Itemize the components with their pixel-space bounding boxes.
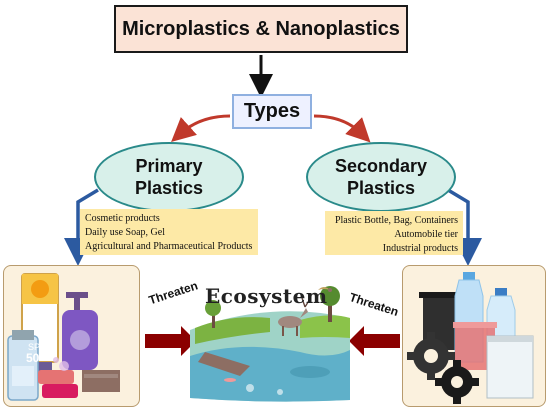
title-box: Microplastics & Nanoplastics (114, 5, 408, 53)
arrow-types-to-primary (171, 114, 231, 143)
tree-icon (205, 300, 221, 328)
bird-icon (318, 287, 332, 292)
primary-line1: Primary (135, 156, 203, 176)
soap-bars-icon (38, 370, 120, 398)
secondary-example: Industrial products (382, 243, 458, 254)
secondary-line2: Plastics (346, 178, 416, 198)
primary-example: Daily use Soap, Gel (85, 227, 165, 238)
diagram-title: Microplastics & Nanoplastics (122, 17, 400, 40)
arrow-secondary-to-products (447, 188, 482, 266)
primary-examples-note: Cosmetic products Daily use Soap, Gel Ag… (80, 209, 258, 255)
primary-products-image: SPF 50 (3, 265, 140, 407)
primary-products-drawing: SPF 50 (7, 273, 120, 401)
primary-example: Agricultural and Pharmaceutical Products (85, 241, 253, 252)
soap-dispenser-icon (62, 292, 98, 370)
ecosystem-label: Ecosystem (205, 284, 328, 308)
deer-icon (278, 297, 311, 336)
secondary-examples-note: Plastic Bottle, Bag, Containers Automobi… (325, 211, 463, 255)
spf-label: SPF (28, 342, 46, 352)
arrow-primary-to-products (64, 188, 99, 266)
spf-value: 50 (26, 351, 40, 365)
ecosystem-illustration (190, 286, 350, 402)
vial-icon (7, 330, 39, 401)
secondary-example: Plastic Bottle, Bag, Containers (334, 215, 458, 226)
secondary-products-drawing (407, 272, 534, 404)
secondary-plastics-node: Secondary Plastics (306, 142, 456, 212)
primary-line2: Plastics (134, 178, 204, 198)
threaten-arrow-right (349, 326, 400, 356)
secondary-line1: Secondary (334, 156, 428, 176)
types-label: Types (243, 100, 301, 122)
gear-icon (435, 360, 479, 404)
primary-example: Cosmetic products (85, 213, 160, 224)
secondary-example: Automobile tier (394, 229, 458, 240)
arrow-types-to-secondary (313, 114, 371, 143)
secondary-products-image (402, 265, 546, 407)
tree-icon (320, 286, 340, 322)
primary-plastics-node: Primary Plastics (94, 142, 244, 212)
threaten-arrow-left (145, 326, 196, 356)
types-node: Types (232, 94, 312, 129)
gear-icon (407, 332, 455, 380)
plastic-bag-icon (486, 335, 534, 399)
